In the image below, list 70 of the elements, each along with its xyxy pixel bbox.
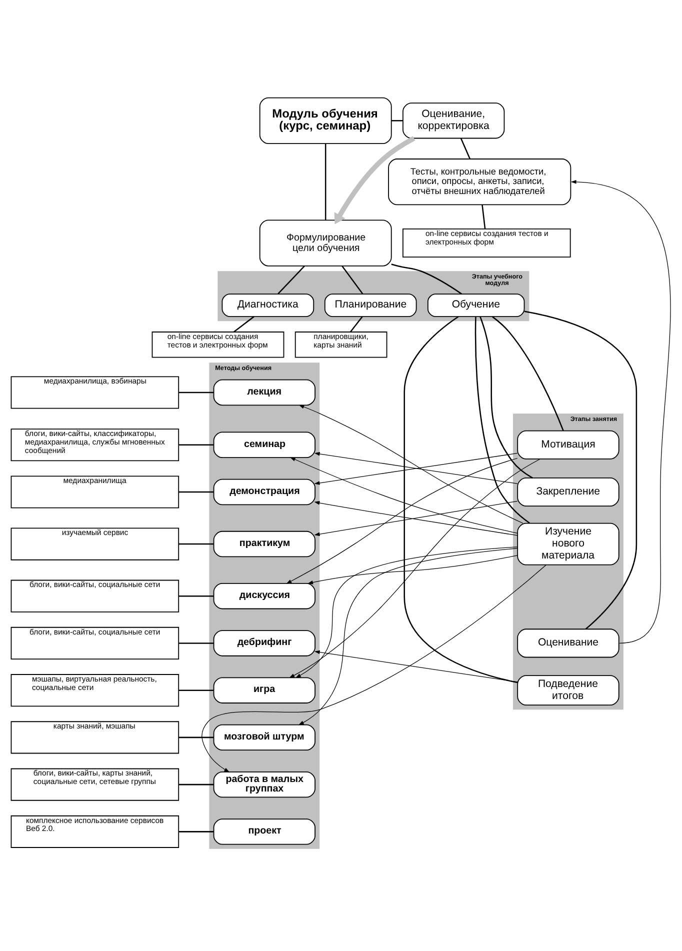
node-box: блоги, вики-сайты, социальные сети: [10, 626, 180, 659]
arrow: [570, 179, 671, 644]
connector: [178, 642, 214, 644]
node-box: Модуль обучения (курс, семинар): [259, 96, 392, 144]
connector: [178, 830, 214, 832]
node-box: медиахранилища, вэбинары: [10, 376, 180, 408]
arrow: [202, 564, 546, 772]
connector: [233, 316, 254, 332]
node-box: лекция: [213, 378, 316, 406]
arrow: [295, 546, 518, 678]
node-box: мэшапы, виртуальная реальность, социальные сети: [10, 674, 180, 706]
node-box: Подведение итогов: [517, 674, 620, 706]
node-box: Изучение нового материала: [517, 522, 620, 565]
connector: [324, 143, 326, 220]
node-box: Формулирование цели обучения: [259, 219, 392, 266]
node-box: блоги, вики-сайты, карты знаний, социальные сети, сетевые группы: [10, 768, 180, 800]
connector: [342, 265, 364, 294]
connector: [178, 444, 214, 446]
connector: [178, 391, 214, 393]
arrow: [298, 547, 518, 725]
node-box: мозговой штурм: [213, 724, 316, 750]
arrow: [308, 554, 518, 584]
connector: [392, 120, 403, 121]
connector: [350, 316, 363, 332]
connector: [178, 542, 214, 544]
arrow: [314, 650, 518, 682]
node-box: Оценивание: [517, 628, 620, 658]
node-box: on-line сервисы создания тестов и электронных форм: [402, 228, 571, 258]
arrow: [286, 457, 518, 584]
arrow: [289, 458, 540, 678]
connector: [391, 263, 462, 294]
node-box: планировщики, карты знаний: [294, 331, 388, 358]
node-box: Обучение: [427, 293, 525, 316]
connector: [278, 265, 305, 294]
node-box: дебрифинг: [213, 630, 316, 656]
connector: [492, 316, 564, 430]
node-box: медиахранилища: [10, 475, 180, 508]
node-box: работа в малых группах: [213, 770, 316, 798]
connector: [178, 594, 214, 596]
node-box: демонстрация: [213, 478, 316, 505]
node-box: блоги, вики-сайты, социальные сети: [10, 579, 180, 612]
arrow: [290, 456, 518, 533]
connector: [404, 316, 518, 683]
connector: [482, 204, 486, 228]
node-box: Планирование: [324, 293, 417, 316]
arrow: [334, 136, 416, 224]
node-box: игра: [213, 676, 316, 703]
node-box: on-line сервисы создания тестов и электронных форм: [152, 331, 284, 358]
arrow: [298, 404, 524, 524]
connector: [178, 490, 214, 492]
connector: [474, 316, 530, 524]
node-box: практикум: [213, 530, 316, 557]
connector: [178, 689, 214, 690]
connector: [460, 138, 471, 159]
node-box: блоги, вики-сайты, классификаторы, медиахранилища, службы мгновенных сообщений: [10, 428, 180, 461]
node-box: Закрепление: [517, 476, 620, 506]
connector: [524, 310, 638, 630]
connector: [480, 316, 533, 478]
node-box: Тесты, контрольные ведомости, описи, опросы, анкеты, записи, отчёты внешних наблюдателей: [388, 158, 572, 205]
node-box: изучаемый сервис: [10, 527, 180, 560]
node-box: проект: [213, 818, 316, 844]
connector: [178, 736, 214, 738]
node-box: семинар: [213, 431, 316, 458]
connector: [178, 783, 214, 785]
node-box: Оценивание, корректировка: [402, 102, 505, 138]
node-box: Диагностика: [222, 293, 314, 316]
node-box: карты знаний, мэшапы: [10, 720, 180, 754]
node-box: Мотивация: [517, 430, 620, 459]
node-box: комплексное использование сервисов Веб 2.0.: [10, 814, 180, 848]
node-box: дискуссия: [213, 582, 316, 609]
